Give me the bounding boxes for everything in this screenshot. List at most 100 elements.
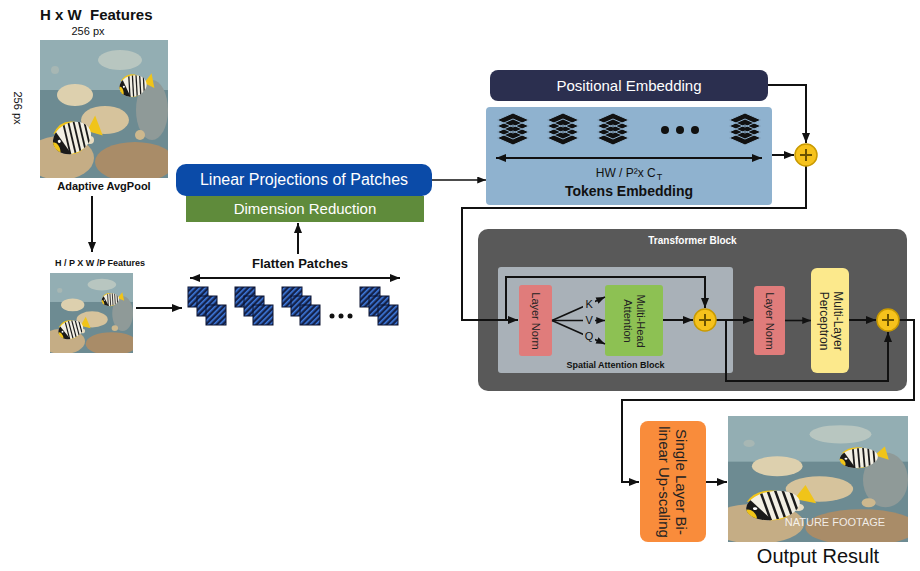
- text-rotator: Multi-Head Attention: [621, 288, 646, 353]
- text-rotator: Multi-Layer Perceptron: [816, 271, 844, 370]
- patch: [300, 305, 320, 325]
- flow-arrow: [136, 307, 182, 309]
- label-holder: H x W Features: [40, 6, 153, 24]
- box-label: Tokens Embedding: [565, 183, 693, 200]
- flow-line: [716, 319, 753, 321]
- skip-line: [726, 320, 888, 381]
- output-image: [708, 416, 918, 546]
- text-label: 256 px: [71, 25, 104, 38]
- connector: [552, 297, 605, 320]
- sum-cross: [805, 149, 807, 161]
- mlp-box: Multi-Layer Perceptron: [811, 268, 849, 373]
- flow-arrow: [91, 196, 93, 252]
- edge-label: K: [583, 298, 594, 311]
- block-panel: Transformer BlockSpatial Attention Block…: [478, 229, 907, 391]
- edge-label: V: [583, 314, 594, 327]
- box-label: Positional Embedding: [556, 77, 701, 95]
- token-stack: [597, 113, 629, 145]
- connector: [552, 320, 605, 322]
- text-row: HW / P²x CT: [596, 166, 663, 180]
- box-label: Dimension Reduction: [234, 200, 377, 218]
- patch: [378, 305, 398, 325]
- box-label: Multi-Layer Perceptron: [816, 271, 844, 370]
- flow-line: [772, 154, 794, 156]
- flow-line: [849, 319, 876, 321]
- span-arrow: [496, 157, 762, 159]
- flow-line: [462, 166, 806, 320]
- norm-box: Layer Norm: [754, 286, 785, 355]
- patch-clusters: [188, 287, 398, 325]
- text-label: H x W Features: [40, 6, 153, 24]
- text-rotator: Layer Norm: [763, 289, 776, 352]
- label-holder: Flatten Patches: [252, 256, 348, 272]
- connector: [432, 179, 486, 181]
- box-label: Layer Norm: [763, 289, 776, 352]
- process-box: Linear Projections of Patches: [176, 164, 432, 196]
- connector: [552, 321, 605, 344]
- edge-label-holder: V: [583, 314, 594, 327]
- token-stack: [729, 113, 761, 145]
- norm-box: Layer Norm: [519, 285, 552, 356]
- label-holder: Adaptive AvgPool: [57, 180, 150, 193]
- box-label: Layer Norm: [529, 288, 542, 353]
- sum-circle: [694, 309, 716, 331]
- text-label: Adaptive AvgPool: [57, 180, 150, 193]
- input-image: [26, 40, 175, 182]
- text-rotator: Layer Norm: [529, 288, 542, 353]
- pooled-image: [41, 273, 138, 355]
- token-stack: [497, 113, 529, 145]
- ellipsis-dot: [691, 126, 699, 134]
- skip-line: [506, 277, 705, 320]
- flow-line: [768, 85, 806, 143]
- upscale-box: Single Layer Bi-linear Up-scaling: [640, 421, 706, 542]
- edge-label-holder: K: [583, 298, 594, 311]
- label-holder: NATURE FOOTAGE: [785, 516, 885, 529]
- edge-label-holder: Q: [583, 330, 596, 343]
- token-stack: [547, 113, 579, 145]
- text-label: 256 px: [10, 91, 23, 124]
- sum-symbol: [795, 144, 817, 166]
- ellipsis-dot: [661, 126, 669, 134]
- process-box: Dimension Reduction: [186, 196, 424, 222]
- label-holder: 256 px: [71, 25, 104, 38]
- label-holder: 256 px: [10, 91, 23, 124]
- patch: [253, 305, 273, 325]
- attention-box: Multi-Head Attention: [605, 285, 663, 356]
- connector: [785, 320, 811, 322]
- sum-cross: [704, 314, 706, 326]
- sum-cross: [887, 314, 889, 326]
- box-label: Spatial Attention Block: [566, 360, 664, 371]
- text-label: H / P X W /P Features: [55, 258, 145, 269]
- dimension-label: HW / P²x C: [596, 166, 656, 180]
- text-label: NATURE FOOTAGE: [785, 516, 885, 529]
- token-panel: HW / P²x CTTokens Embedding: [486, 107, 772, 205]
- ellipsis-dot: [348, 314, 353, 319]
- sum-circle: [795, 144, 817, 166]
- flow-line: [663, 319, 693, 321]
- label-holder: H / P X W /P Features: [55, 258, 145, 269]
- text-label: Flatten Patches: [252, 256, 348, 272]
- box-label: Transformer Block: [648, 235, 736, 247]
- span-arrow: [190, 277, 400, 279]
- edge-label: Q: [583, 330, 596, 343]
- flow-arrow: [297, 223, 299, 254]
- ellipsis-dot: [330, 314, 335, 319]
- flow-line: [706, 481, 727, 483]
- box-label: Linear Projections of Patches: [200, 170, 408, 189]
- patch: [206, 305, 226, 325]
- box-label: Single Layer Bi-linear Up-scaling: [656, 424, 691, 539]
- token-stacks: [497, 113, 761, 145]
- label-holder: Output Result: [757, 544, 879, 568]
- text-rotator: Single Layer Bi-linear Up-scaling: [656, 424, 691, 539]
- ellipsis-dot: [339, 314, 344, 319]
- subscript-label: T: [657, 172, 663, 183]
- process-box: Positional Embedding: [490, 70, 768, 101]
- box-label: Multi-Head Attention: [621, 288, 646, 353]
- sum-circle: [877, 309, 899, 331]
- text-label: Output Result: [757, 544, 879, 568]
- sum-symbol: [877, 309, 899, 331]
- sum-symbol: [694, 309, 716, 331]
- ellipsis-dot: [676, 126, 684, 134]
